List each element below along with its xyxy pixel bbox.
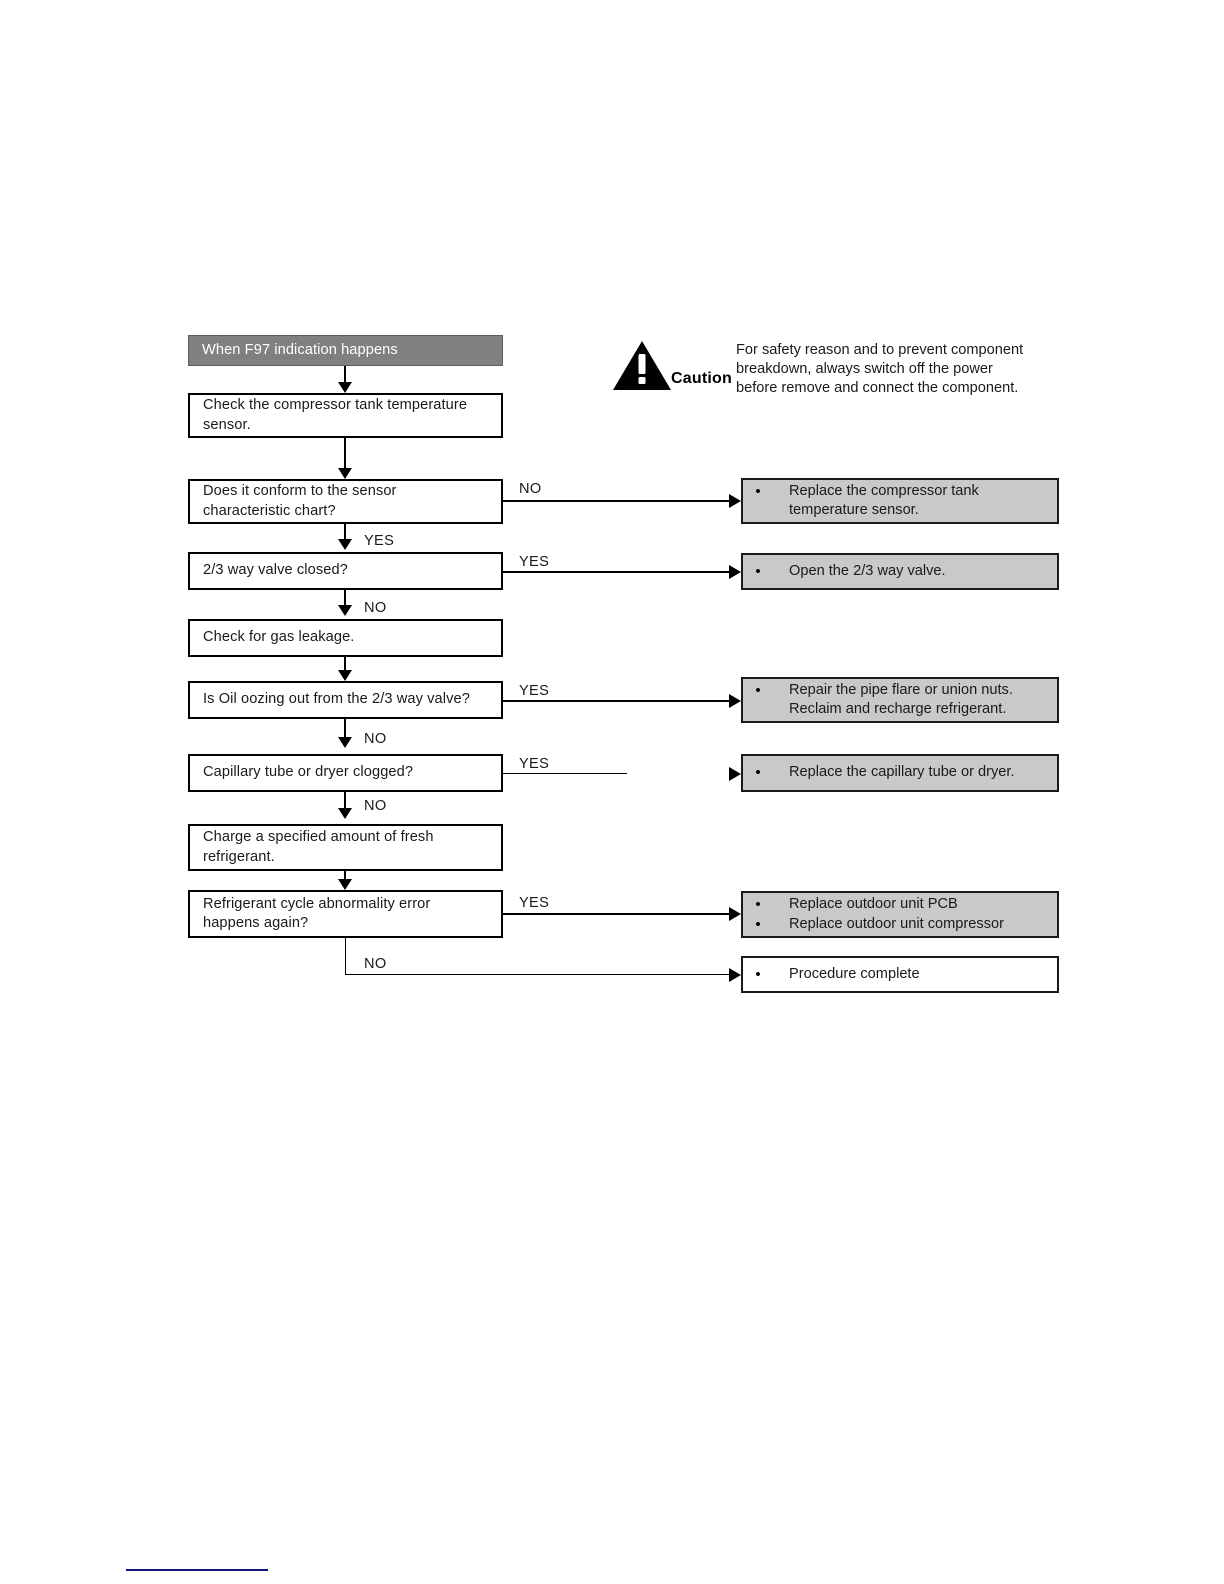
- bullet-text: Open the 2/3 way valve.: [789, 562, 946, 579]
- flow-step-check-gas-leakage-label: Check for gas leakage.: [203, 629, 355, 646]
- flow-step-capillary-clogged-label: Capillary tube or dryer clogged?: [203, 764, 414, 781]
- connector-valve-to-gas: [344, 590, 346, 609]
- bullet-dot-icon: [743, 895, 773, 915]
- result-repair-flare-bullets: Repair the pipe flare or union nuts. Rec…: [743, 681, 1057, 720]
- arrowhead-conform-to-valve: [338, 539, 352, 550]
- branch-error-no-drop: [345, 938, 346, 975]
- flow-step-check-gas-leakage[interactable]: Check for gas leakage.: [188, 619, 503, 657]
- connector-conform-to-valve: [344, 524, 346, 543]
- bullet-dot-icon: [743, 915, 773, 935]
- bullet-item: Replace the compressor tank temperature …: [743, 482, 1057, 521]
- arrowhead-error-no: [729, 968, 741, 982]
- result-replace-sensor-bullets: Replace the compressor tank temperature …: [743, 482, 1057, 521]
- footer-rule: [126, 1569, 268, 1571]
- arrowhead-conform-no: [729, 494, 741, 508]
- flow-header-label: When F97 indication happens: [202, 341, 398, 358]
- result-box-procedure-complete[interactable]: Procedure complete: [741, 956, 1059, 993]
- bullet-item: Procedure complete: [743, 965, 1057, 985]
- bullet-dot-icon: [743, 482, 773, 502]
- flow-step-oil-oozing[interactable]: Is Oil oozing out from the 2/3 way valve…: [188, 681, 503, 719]
- bullet-item: Replace outdoor unit compressor: [743, 915, 1057, 935]
- result-procedure-complete-bullets: Procedure complete: [743, 965, 1057, 985]
- result-box-replace-capillary[interactable]: Replace the capillary tube or dryer.: [741, 754, 1059, 792]
- branch-label-error-yes: YES: [519, 895, 550, 911]
- branch-label-oil-yes: YES: [519, 683, 550, 699]
- warning-triangle-icon: [613, 341, 671, 390]
- flow-step-error-again-label: Refrigerant cycle abnormality error happ…: [203, 895, 431, 932]
- result-box-repair-flare[interactable]: Repair the pipe flare or union nuts. Rec…: [741, 677, 1059, 723]
- result-replace-pcb-bullets: Replace outdoor unit PCB Replace outdoor…: [743, 895, 1057, 934]
- flow-step-capillary-clogged[interactable]: Capillary tube or dryer clogged?: [188, 754, 503, 792]
- branch-valve-yes-line: [503, 571, 733, 573]
- bullet-dot-icon: [743, 965, 773, 985]
- arrowhead-charge-to-error: [338, 879, 352, 890]
- caution-block: Caution For safety reason and to prevent…: [605, 338, 1045, 402]
- connector-gas-to-oil: [344, 657, 346, 674]
- connector-charge-to-error: [344, 871, 346, 884]
- branch-label-capillary-yes: YES: [519, 756, 550, 772]
- bullet-item: Replace the capillary tube or dryer.: [743, 763, 1057, 783]
- bullet-text: Replace the compressor tank temperature …: [789, 482, 979, 519]
- bullet-text: Replace outdoor unit PCB: [789, 896, 958, 912]
- branch-oil-yes-line: [503, 700, 733, 702]
- flow-step-check-sensor-label: Check the compressor tank temperature se…: [203, 397, 468, 433]
- flow-step-charge-refrigerant[interactable]: Charge a specified amount of fresh refri…: [188, 824, 503, 871]
- branch-capillary-yes-line: [503, 773, 627, 774]
- connector-capillary-to-charge: [344, 792, 346, 813]
- flow-step-oil-oozing-label: Is Oil oozing out from the 2/3 way valve…: [203, 691, 470, 708]
- bullet-text: Repair the pipe flare or union nuts. Rec…: [789, 681, 1013, 718]
- bullet-item: Replace outdoor unit PCB: [743, 895, 1057, 915]
- arrowhead-error-yes: [729, 907, 741, 921]
- branch-error-no-line: [345, 974, 733, 975]
- flow-header-box[interactable]: When F97 indication happens: [188, 335, 503, 366]
- branch-label-valve-no: NO: [364, 600, 387, 616]
- bullet-text: Replace the capillary tube or dryer.: [789, 764, 1015, 781]
- flow-step-valve-closed-label: 2/3 way valve closed?: [203, 562, 348, 579]
- result-box-replace-pcb[interactable]: Replace outdoor unit PCB Replace outdoor…: [741, 891, 1059, 938]
- flow-step-check-sensor[interactable]: Check the compressor tank temperature se…: [188, 393, 503, 438]
- flow-step-valve-closed[interactable]: 2/3 way valve closed?: [188, 552, 503, 590]
- arrowhead-header-to-check: [338, 382, 352, 393]
- connector-check-to-conform: [344, 438, 346, 472]
- bullet-text: Replace outdoor unit compressor: [789, 915, 1004, 932]
- connector-header-to-check: [344, 366, 346, 386]
- result-replace-capillary-bullets: Replace the capillary tube or dryer.: [743, 763, 1057, 783]
- result-box-open-valve[interactable]: Open the 2/3 way valve.: [741, 553, 1059, 590]
- flow-step-conform-chart[interactable]: Does it conform to the sensor characteri…: [188, 479, 503, 524]
- branch-label-error-no: NO: [364, 956, 387, 972]
- branch-error-yes-line: [503, 913, 733, 915]
- branch-label-capillary-no: NO: [364, 798, 387, 814]
- bullet-item: Repair the pipe flare or union nuts. Rec…: [743, 681, 1057, 720]
- caution-text: For safety reason and to prevent compone…: [736, 342, 1024, 397]
- arrowhead-valve-yes: [729, 565, 741, 579]
- arrowhead-oil-yes: [729, 694, 741, 708]
- arrowhead-gas-to-oil: [338, 670, 352, 681]
- arrowhead-check-to-conform: [338, 468, 352, 479]
- branch-label-conform-yes: YES: [364, 533, 395, 549]
- flow-step-error-again[interactable]: Refrigerant cycle abnormality error happ…: [188, 890, 503, 938]
- bullet-dot-icon: [743, 763, 773, 783]
- arrowhead-capillary-to-charge: [338, 808, 352, 819]
- arrowhead-valve-to-gas: [338, 605, 352, 616]
- branch-label-valve-yes: YES: [519, 554, 550, 570]
- connector-oil-to-capillary: [344, 719, 346, 741]
- branch-conform-no-line: [503, 500, 733, 502]
- result-open-valve-bullets: Open the 2/3 way valve.: [743, 562, 1057, 582]
- arrowhead-oil-to-capillary: [338, 737, 352, 748]
- flow-step-charge-refrigerant-label: Charge a specified amount of fresh refri…: [203, 829, 434, 865]
- caution-word: Caution: [671, 370, 732, 387]
- result-box-replace-sensor[interactable]: Replace the compressor tank temperature …: [741, 478, 1059, 524]
- branch-label-conform-no: NO: [519, 481, 542, 497]
- bullet-item: Open the 2/3 way valve.: [743, 562, 1057, 582]
- bullet-text: Procedure complete: [789, 965, 920, 982]
- flow-step-conform-chart-label: Does it conform to the sensor characteri…: [203, 483, 397, 519]
- bullet-dot-icon: [743, 681, 773, 701]
- bullet-dot-icon: [743, 562, 773, 582]
- arrowhead-capillary-yes: [729, 767, 741, 781]
- branch-label-oil-no: NO: [364, 731, 387, 747]
